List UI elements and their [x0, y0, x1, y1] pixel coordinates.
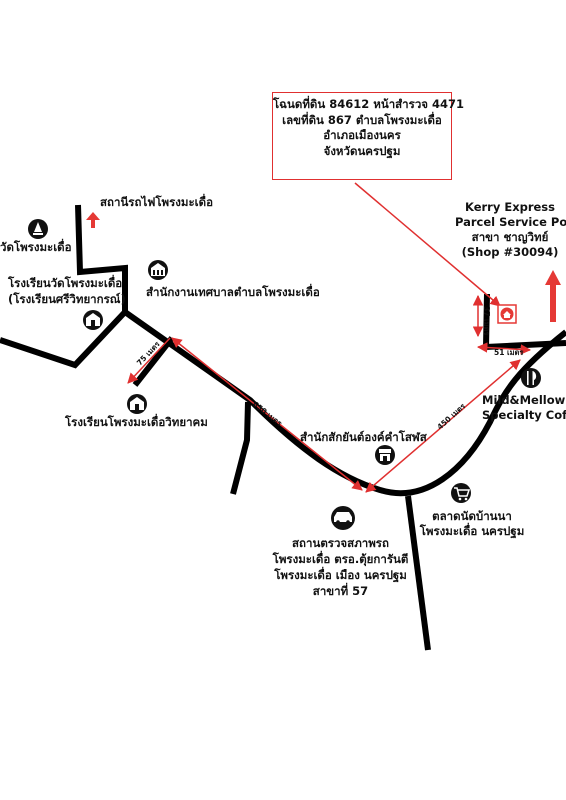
road-school-branch	[132, 336, 175, 387]
shopping-cart-icon	[451, 483, 471, 503]
coffee-line-1: Mild&Mellow	[482, 393, 566, 407]
municipal-office-icon	[148, 260, 168, 280]
distance-450: 450 เมตร	[435, 401, 468, 432]
shop-line-2: Parcel Service Point	[455, 215, 566, 229]
arrow-up-large-icon	[545, 270, 561, 322]
inspection-line-3: โพรงมะเดื่อ เมือง นครปฐม	[274, 568, 407, 582]
school-wat-label-1: โรงเรียนวัดโพรงมะเดื่อ	[8, 276, 123, 290]
market-label: ตลาดนัดบ้านนา โพรงมะเดื่อ นครปฐม	[412, 509, 532, 539]
north-arrows	[86, 212, 561, 322]
market-line-1: ตลาดนัดบ้านนา	[432, 509, 512, 523]
car-icon	[331, 506, 355, 530]
temple-label: วัดโพรงมะเดื่อ	[0, 240, 72, 254]
land-deed-info-box: โฉนดที่ดิน 84612 หน้าสำรวจ 4471 เลขที่ดิ…	[272, 92, 465, 180]
distance-37: 37 เมตร	[482, 306, 491, 336]
road-west-to-school	[0, 309, 128, 369]
shop-line-3: สาขา ชาญวิทย์	[471, 230, 549, 244]
route-450	[365, 359, 521, 493]
route-box-to-shop	[354, 182, 501, 307]
inspection-line-2: โพรงมะเดื่อ ตรอ.ตุ้ยการันตี	[272, 552, 409, 566]
arrow-up-icon	[86, 212, 100, 228]
road-branch-south-west	[230, 401, 251, 495]
kerry-shop-label: Kerry Express Parcel Service Point สาขา …	[455, 200, 566, 260]
routes	[127, 182, 532, 493]
shop-store-icon	[375, 445, 395, 465]
market-line-2: โพรงมะเดื่อ นครปฐม	[419, 524, 525, 538]
shop-line-1: Kerry Express	[464, 200, 556, 214]
inspection-line-4: สาขาที่ 57	[312, 584, 369, 598]
inspection-label: สถานตรวจสภาพรถ โพรงมะเดื่อ ตรอ.ตุ้ยการัน…	[258, 535, 423, 599]
inspection-line-1: สถานตรวจสภาพรถ	[292, 536, 389, 550]
info-line-4: จังหวัดนครปฐม	[323, 143, 401, 158]
route-51	[476, 342, 532, 355]
route-75	[127, 337, 171, 384]
cutlery-icon	[521, 368, 541, 388]
shop-line-4: (Shop #30094)	[461, 245, 559, 259]
road-branch-south	[405, 495, 431, 651]
train-station-label: สถานีรถไฟโพรงมะเดื่อ	[100, 195, 213, 209]
distance-650: 650 เมตร	[251, 399, 285, 428]
school-witthayakhom-label: โรงเรียนโพรงมะเดื่อวิทยาคม	[65, 415, 208, 429]
distance-51: 51 เมตร	[494, 348, 524, 357]
info-line-1: โฉนดที่ดิน 84612 หน้าสำรวจ 4471	[273, 97, 465, 111]
school-wat-icon	[83, 310, 103, 330]
info-line-2: เลขที่ดิน 867 ตำบลโพรงมะเดื่อ	[282, 112, 442, 127]
home-icon	[497, 304, 517, 324]
yant-shop-label: สำนักสักยันต์องค์คำโสฬส	[300, 430, 427, 444]
distance-labels: 75 เมตร 650 เมตร 450 เมตร 51 เมตร 37 เมต…	[135, 306, 525, 431]
school-witthayakhom-icon	[127, 394, 147, 414]
municipal-office-label: สำนักงานเทศบาลตำบลโพรงมะเดื่อ	[146, 285, 320, 299]
route-650	[171, 337, 363, 491]
school-wat-label-2: (โรงเรียนศรีวิทยากรณ์)	[8, 292, 126, 306]
coffee-label: Mild&Mellow Specialty Coffee	[482, 393, 566, 423]
coffee-line-2: Specialty Coffee	[482, 408, 566, 422]
temple-icon	[28, 219, 48, 239]
info-line-3: อำเภอเมืองนคร	[323, 128, 401, 142]
road-north	[75, 204, 128, 312]
